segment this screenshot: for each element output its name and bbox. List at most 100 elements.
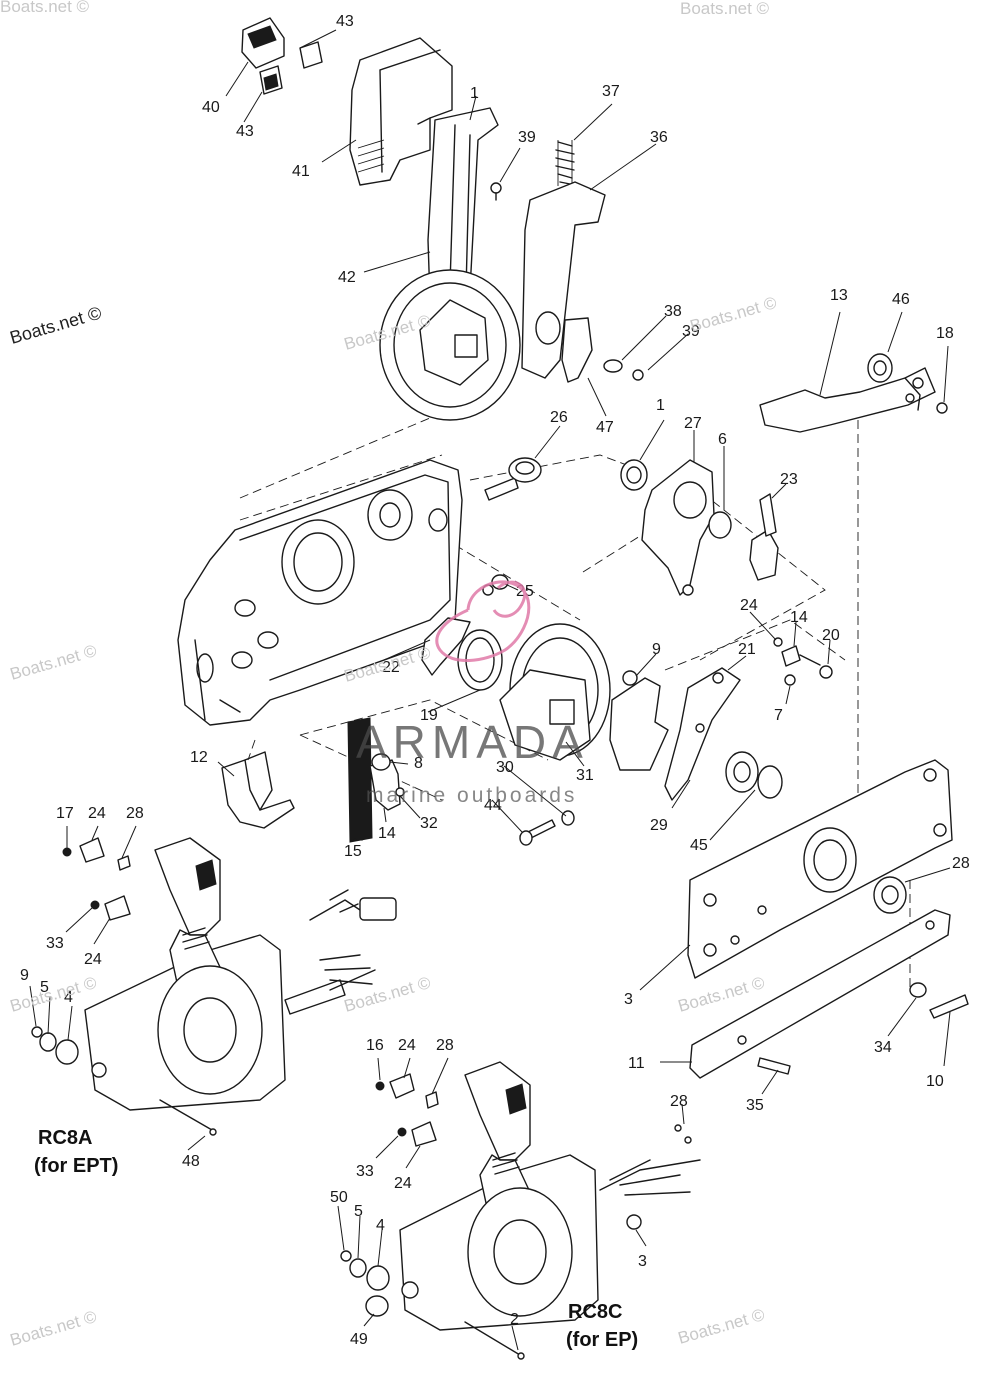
callout-number: 6	[718, 431, 727, 448]
small-screw-parts	[490, 182, 644, 381]
mounting-plate-part	[687, 759, 969, 1079]
callout-number: 8	[414, 755, 423, 772]
control-handle-arm-part	[379, 107, 521, 421]
shift-cam-part	[609, 667, 741, 801]
callout-number: 41	[292, 163, 310, 180]
handle-cover-part	[349, 37, 453, 186]
callout-number: 14	[790, 609, 808, 626]
callout-number: 43	[236, 123, 254, 140]
site-watermark: Boats.net ©	[8, 1307, 99, 1350]
cam-gear-part	[421, 574, 611, 761]
callout-leaders	[29, 29, 951, 1351]
callout-number: 1	[470, 85, 479, 102]
callout-number: 43	[336, 13, 354, 30]
callout-number: 15	[344, 843, 362, 860]
callout-number: 21	[738, 641, 756, 658]
callout-number: 3	[638, 1253, 647, 1270]
callout-number: 28	[670, 1093, 688, 1110]
model-variant-rc8c: (for EP)	[566, 1329, 638, 1351]
callout-number: 5	[40, 979, 49, 996]
logo-tagline: marine outboards	[366, 784, 577, 807]
callout-number: 29	[650, 817, 668, 834]
callout-number: 37	[602, 83, 620, 100]
callout-number: 26	[550, 409, 568, 426]
callout-number: 42	[338, 269, 356, 286]
detent-spring-part	[555, 140, 575, 186]
callout-number: 28	[126, 805, 144, 822]
throttle-lever-part	[759, 353, 948, 433]
neutral-clip-part	[241, 17, 323, 95]
callout-number: 11	[628, 1055, 645, 1072]
site-watermark: Boats.net ©	[676, 973, 767, 1016]
model-labels: RC8A (for EPT) RC8C (for EP)	[34, 1127, 638, 1351]
callout-number: 33	[46, 935, 64, 952]
model-variant-rc8a: (for EPT)	[34, 1155, 118, 1177]
bolt-part	[519, 810, 575, 846]
callout-number: 28	[952, 855, 970, 872]
switch-small-parts	[773, 637, 833, 686]
callout-number: 3	[624, 991, 633, 1008]
model-code-rc8c: RC8C	[568, 1301, 622, 1323]
callout-number: 33	[356, 1163, 374, 1180]
callout-number: 2	[510, 1311, 519, 1328]
rc8c-control-box	[340, 1061, 701, 1360]
callout-number: 1	[656, 397, 665, 414]
callout-number: 10	[926, 1073, 944, 1090]
rc8a-control-box	[31, 837, 397, 1136]
callout-number: 24	[84, 951, 102, 968]
callout-number: 40	[202, 99, 220, 116]
callout-number: 38	[664, 303, 682, 320]
callout-number: 44	[484, 797, 502, 814]
bracket-part	[221, 751, 295, 829]
callout-number: 16	[366, 1037, 384, 1054]
callout-number: 39	[518, 129, 536, 146]
callout-number: 7	[774, 707, 783, 724]
armada-logo-mark	[435, 580, 531, 663]
callout-number: 20	[822, 627, 840, 644]
callout-number: 46	[892, 291, 910, 308]
callout-number: 48	[182, 1153, 200, 1170]
callout-number: 24	[740, 597, 758, 614]
neutral-switch-part	[725, 751, 783, 799]
callout-number: 24	[398, 1037, 416, 1054]
callout-number: 31	[576, 767, 594, 784]
site-watermark: Boats.net ©	[8, 641, 99, 684]
callout-number: 12	[190, 749, 208, 766]
callout-number: 19	[420, 707, 438, 724]
callout-number: 34	[874, 1039, 892, 1056]
callout-number: 4	[64, 989, 73, 1006]
pinion-shaft-part	[484, 457, 542, 501]
gear-plate-part	[620, 459, 779, 596]
site-watermark: Boats.net ©	[0, 0, 90, 16]
callout-number: 30	[496, 759, 514, 776]
site-watermark: Boats.net ©	[676, 1305, 767, 1348]
callout-number: 32	[420, 815, 438, 832]
callout-number: 24	[394, 1175, 412, 1192]
callout-number: 17	[56, 805, 74, 822]
model-code-rc8a: RC8A	[38, 1127, 92, 1149]
callout-number: 18	[936, 325, 954, 342]
callout-number: 4	[376, 1217, 385, 1234]
callout-number: 14	[378, 825, 396, 842]
callout-number: 50	[330, 1189, 348, 1206]
callout-number: 27	[684, 415, 702, 432]
armada-logo: ARMADA marine outboards	[356, 580, 583, 807]
site-watermark-main: Boats.net ©	[8, 303, 104, 348]
callout-number: 24	[88, 805, 106, 822]
callout-number: 23	[780, 471, 798, 488]
callout-number: 5	[354, 1203, 363, 1220]
callout-number: 36	[650, 129, 668, 146]
site-watermark: Boats.net ©	[680, 0, 770, 18]
callout-number: 13	[830, 287, 848, 304]
callout-number: 22	[382, 659, 400, 676]
trim-switch-part	[347, 717, 405, 843]
shift-lever-arm-part	[521, 181, 606, 383]
callout-number: 39	[682, 323, 700, 340]
site-watermark: Boats.net ©	[688, 293, 779, 336]
callout-number: 47	[596, 419, 614, 436]
callout-number: 9	[652, 641, 661, 658]
main-housing-part	[177, 459, 463, 726]
